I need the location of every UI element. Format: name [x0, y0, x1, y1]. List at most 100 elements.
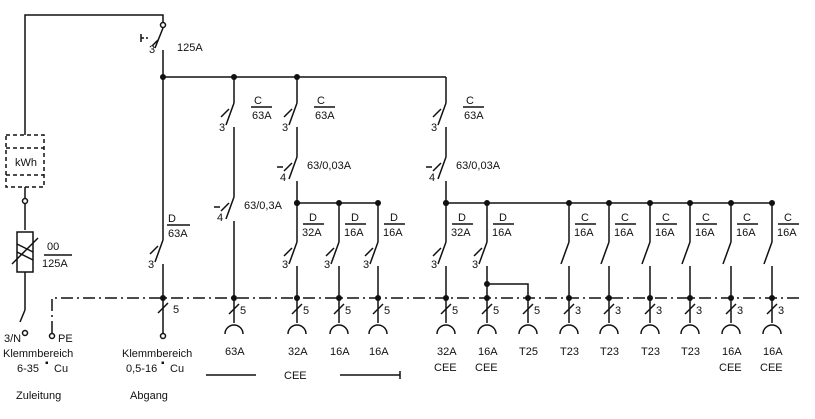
pole-mark [440, 303, 452, 315]
cee-group-bracket: CEE [206, 370, 401, 382]
pole-mark [228, 303, 240, 315]
pole-mark [603, 303, 615, 315]
main-switch: 3 125A [140, 21, 203, 77]
pole-mark [432, 162, 442, 172]
pole-mark [325, 247, 335, 257]
meter-label: kWh [15, 157, 37, 169]
socket-icon [329, 324, 349, 335]
rcd-contact [288, 156, 298, 180]
sq-marker: ▪ [161, 358, 165, 369]
energy-meter: kWh [5, 134, 45, 188]
pole-mark [220, 108, 230, 118]
breaker-contact [600, 241, 610, 265]
pole-mark [644, 303, 656, 315]
breaker-type: D [309, 212, 317, 224]
zuleitung-unit-label: Cu [54, 363, 68, 375]
pole-mark [684, 303, 696, 315]
abgang-range-label: 0,5-16 [126, 363, 157, 375]
pole-mark [372, 303, 384, 315]
breaker-poles: 3 [282, 259, 288, 271]
main-switch-poles: 3 [149, 44, 155, 56]
main-fuse: 00 125A [11, 231, 72, 273]
breaker-type: D [499, 212, 507, 224]
pe-label: PE [58, 333, 73, 345]
socket-icon [477, 324, 497, 335]
socket-icon [224, 324, 244, 335]
terminal-poles: 3 [737, 305, 743, 317]
breaker-rating: 63A [315, 110, 335, 122]
breaker-type: C [317, 95, 325, 107]
pole-mark [220, 202, 230, 212]
terminal-poles: 5 [534, 305, 540, 317]
zuleitung-title: Zuleitung [16, 390, 61, 402]
pole-mark [283, 247, 293, 257]
terminal-label: T23 [560, 346, 579, 358]
rcd-rating: 63/0,03A [456, 160, 501, 172]
zuleitung-zone-label: Klemmbereich [3, 348, 73, 360]
terminal-poles: 5 [240, 305, 246, 317]
terminal-label: 32A [437, 346, 457, 358]
output-terminals: 563A532A516A516A532ACEE516ACEE5T253T233T… [224, 295, 784, 374]
breaker-rating: 16A [614, 227, 634, 239]
pe-line [51, 297, 800, 333]
terminal-label: 16A [330, 346, 350, 358]
breaker-rating: 32A [302, 227, 322, 239]
zuleitung-range-label: 6-35 [17, 363, 39, 375]
pole-mark [364, 247, 374, 257]
terminal-label: 32A [288, 346, 308, 358]
breaker-rating: 32A [451, 227, 471, 239]
terminal-poles: 5 [384, 305, 390, 317]
terminal-sublabel: CEE [760, 362, 783, 374]
breaker-contact [437, 102, 447, 126]
breaker-contact [330, 241, 340, 265]
terminal-poles: 3 [696, 305, 702, 317]
breaker-rating: 63A [252, 110, 272, 122]
terminal-label: 63A [225, 346, 245, 358]
breaker-rating: 16A [492, 227, 512, 239]
pole-mark [283, 162, 293, 172]
incoming-line [24, 14, 164, 135]
breaker-type: D [390, 212, 398, 224]
breaker-type: C [784, 212, 792, 224]
breaker-contact [478, 241, 488, 265]
breaker-poles: 3 [219, 122, 225, 134]
breaker-contact [288, 241, 298, 265]
terminal-label: 16A [722, 346, 742, 358]
breaker-contact [681, 241, 691, 265]
rcd-contact [225, 196, 235, 220]
breaker-type: D [458, 212, 466, 224]
socket-icon [436, 324, 456, 335]
outgoing-breaker-rating: 63A [168, 228, 188, 240]
cee-group-label: CEE [284, 370, 307, 382]
breaker-rating: 16A [655, 227, 675, 239]
rcd-rating: 63/0,03A [307, 160, 352, 172]
pole-mark [283, 108, 293, 118]
feeder-breaker-1: 3 D 32A [282, 200, 324, 298]
pole-mark [563, 303, 575, 315]
abgang-poles: 5 [173, 304, 179, 316]
breaker-poles: 3 [324, 259, 330, 271]
breaker-poles: 3 [431, 122, 437, 134]
breaker-type: C [581, 212, 589, 224]
rcd-poles: 4 [429, 172, 435, 184]
socket-icon [559, 324, 579, 335]
breaker-rating: 63A [464, 110, 484, 122]
breaker-type: C [466, 95, 474, 107]
